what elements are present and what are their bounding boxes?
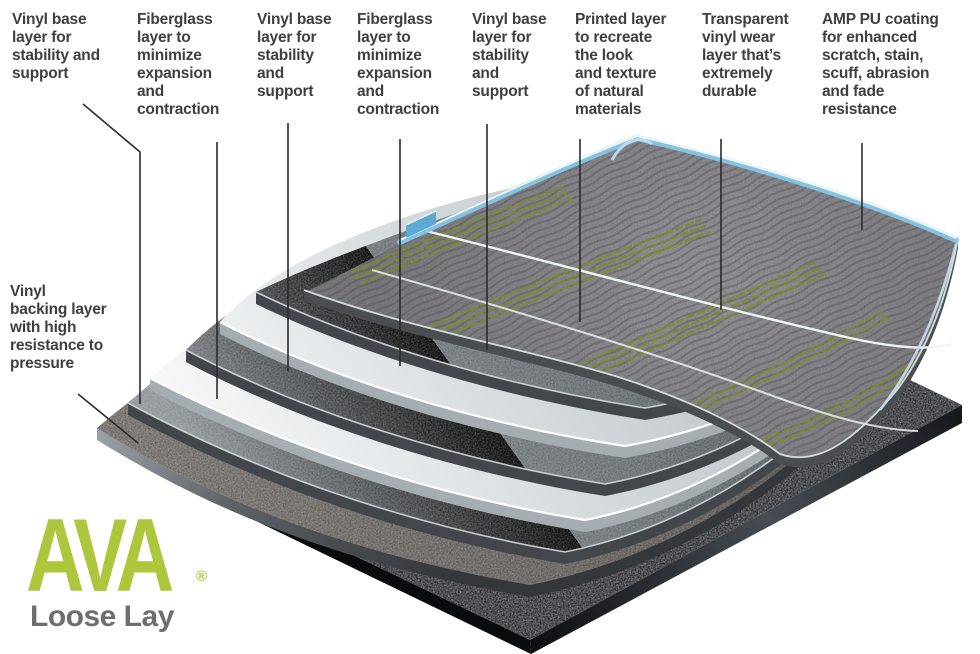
callout-vinyl-base-middle: Vinyl base layer for stability and suppo… (257, 11, 332, 100)
wear-layer-edge (371, 229, 958, 432)
callout-pu-coating: AMP PU coating for enhanced scratch, sta… (822, 11, 939, 118)
callout-fiberglass-upper: Fiberglass layer to minimize expansion a… (357, 11, 440, 118)
registered-trademark-icon: ® (196, 568, 208, 585)
callout-vinyl-base-lower: Vinyl base layer for stability and suppo… (12, 11, 100, 82)
leader-vinyl-backing (77, 393, 139, 444)
callout-vinyl-base-upper: Vinyl base layer for stability and suppo… (472, 11, 547, 100)
product-line-name: Loose Lay (30, 600, 174, 633)
brand-logo: AVA (26, 498, 174, 614)
callout-fiberglass-lower: Fiberglass layer to minimize expansion a… (137, 11, 220, 118)
callout-printed-layer: Printed layer to recreate the look and t… (575, 11, 667, 118)
leader-lines (77, 103, 863, 444)
callout-wear-layer: Transparent vinyl wear layer that’s extr… (702, 11, 789, 100)
leader-vinyl-base-lower (82, 103, 141, 404)
callout-vinyl-backing: Vinyl backing layer with high resistance… (10, 283, 107, 372)
pu-coating-film (397, 134, 959, 245)
